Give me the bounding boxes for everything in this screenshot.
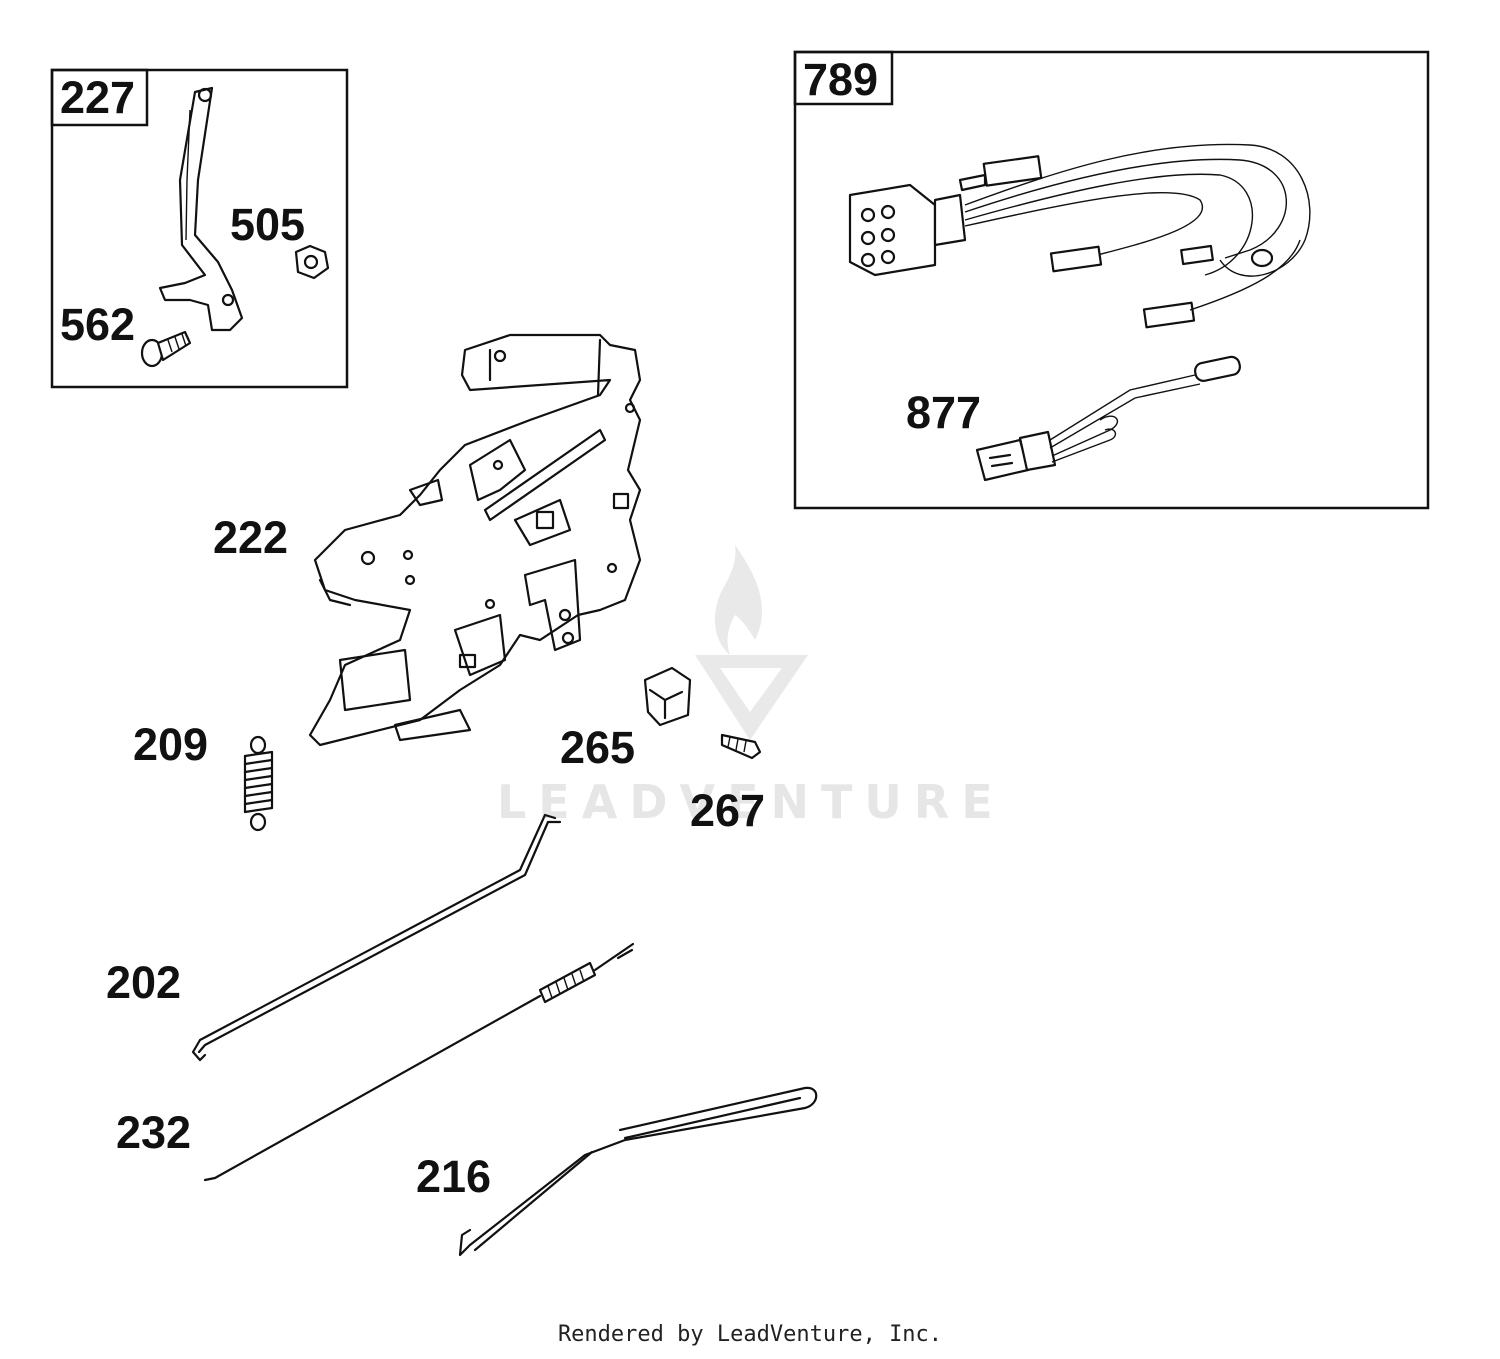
watermark-logo bbox=[695, 545, 808, 740]
callout-209: 209 bbox=[133, 719, 208, 770]
callout-227: 227 bbox=[60, 72, 135, 123]
kit-box-227-tab bbox=[50, 68, 149, 127]
screw-part bbox=[140, 330, 192, 368]
choke-link-part bbox=[458, 1086, 818, 1257]
control-bracket-part bbox=[308, 333, 642, 747]
watermark-text: LEADVENTURE bbox=[497, 775, 1005, 829]
cable-clip-part bbox=[643, 666, 692, 727]
kit-box-789-tab bbox=[793, 50, 894, 106]
callout-562: 562 bbox=[60, 299, 135, 350]
governor-link-part bbox=[191, 813, 562, 1062]
throttle-lever-part bbox=[158, 86, 244, 332]
callout-202: 202 bbox=[106, 957, 181, 1008]
extension-spring-part bbox=[243, 735, 274, 832]
callout-877: 877 bbox=[906, 387, 981, 438]
kit-box-227 bbox=[50, 68, 349, 389]
callout-505: 505 bbox=[230, 199, 305, 250]
kit-box-789 bbox=[793, 50, 1430, 510]
clip-screw-part bbox=[720, 733, 762, 760]
callout-267: 267 bbox=[690, 785, 765, 836]
hex-nut-part bbox=[294, 244, 330, 280]
callout-789: 789 bbox=[803, 54, 878, 105]
callout-232: 232 bbox=[116, 1107, 191, 1158]
wiring-harness-part bbox=[848, 143, 1311, 329]
sensor-harness-part bbox=[975, 355, 1241, 482]
callout-265: 265 bbox=[560, 722, 635, 773]
callout-216: 216 bbox=[416, 1151, 491, 1202]
footer-credit: Rendered by LeadVenture, Inc. bbox=[557, 1322, 943, 1347]
spring-link-part bbox=[203, 942, 635, 1182]
callout-222: 222 bbox=[213, 512, 288, 563]
